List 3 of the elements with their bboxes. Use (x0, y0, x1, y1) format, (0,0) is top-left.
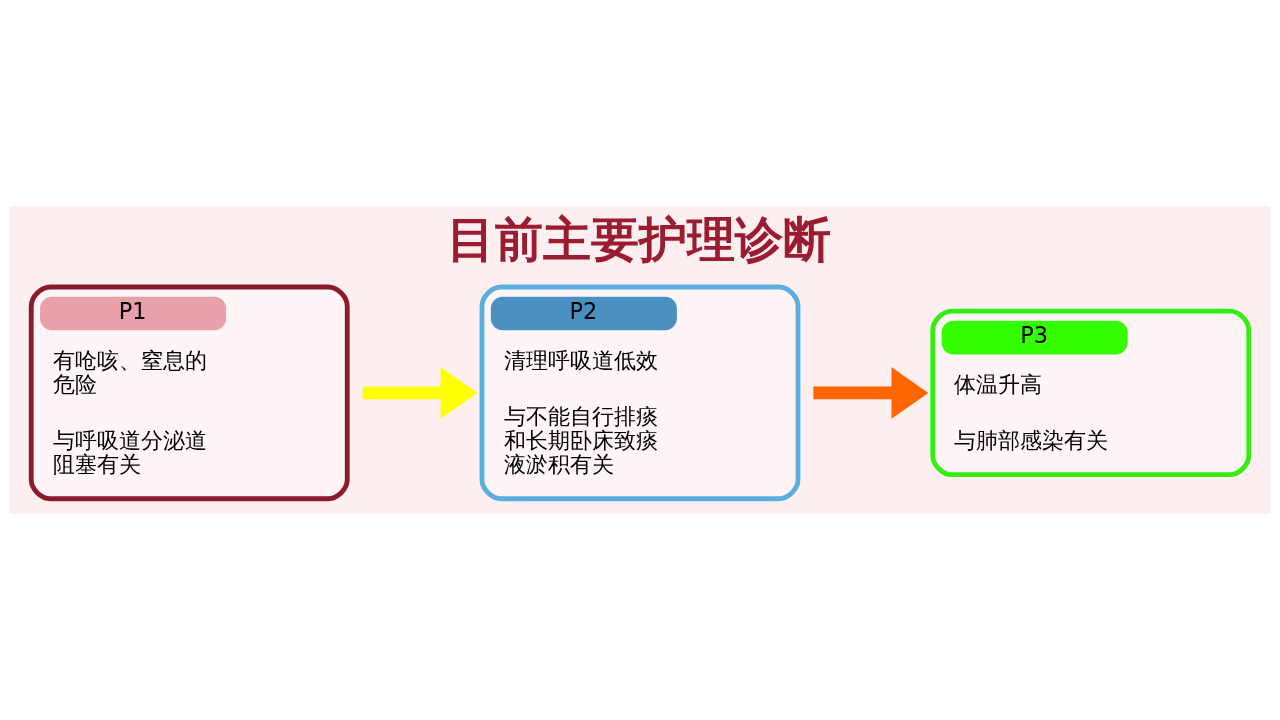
diagram-title: 目前主要护理诊断 (446, 210, 831, 267)
arrow (813, 367, 929, 419)
arrow (362, 367, 478, 419)
